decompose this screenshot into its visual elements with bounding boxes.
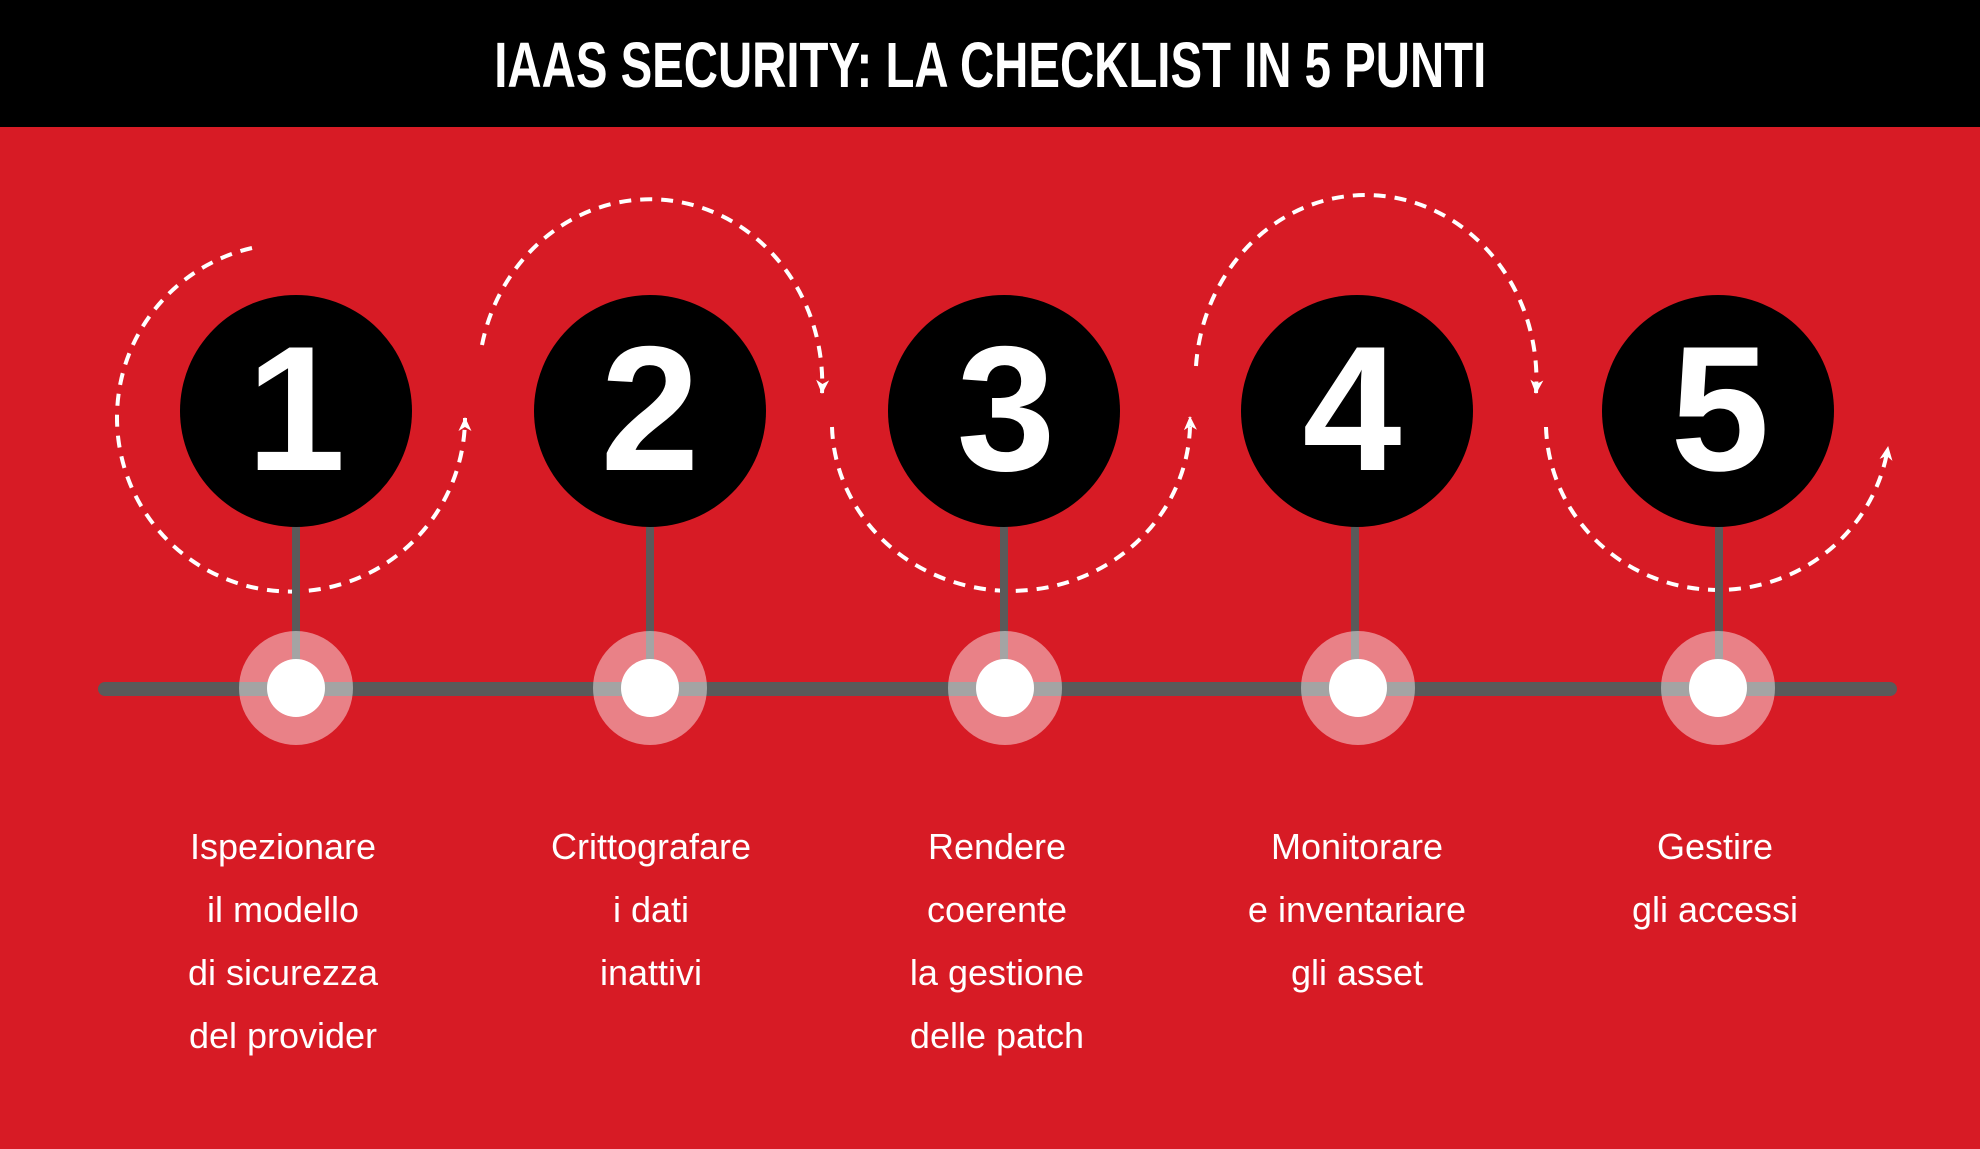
step-number-1: 1 [247,309,346,508]
step-label-line: il modello [206,889,360,930]
step-label-3: Rendere coerente la gestione delle patch [832,815,1162,1067]
dashed-curved-arrow-icon [115,246,472,594]
step-label-line: del provider [188,1015,378,1056]
timeline-node-1 [239,631,353,745]
step-label-line: gli accessi [1631,889,1799,930]
timeline-stems [292,520,1723,665]
step-label-line: coerente [926,889,1068,930]
step-circle-1: 1 [180,295,412,527]
timeline-node-4 [1301,631,1415,745]
step-label-line: Gestire [1656,826,1774,867]
timeline-node-2 [593,631,707,745]
step-number-2: 2 [601,309,700,508]
dashed-curved-arrow-icon [1544,426,1893,592]
dashed-curved-arrow-icon [830,416,1197,593]
step-label-1: Ispezionare il modello di sicurezza del … [118,815,448,1067]
flow-arrows [115,193,1893,594]
timeline-node-dot [1329,659,1387,717]
timeline-node-dot [621,659,679,717]
step-label-line: delle patch [909,1015,1085,1056]
step-label-line: e inventariare [1247,889,1467,930]
step-label-line: Ispezionare [189,826,377,867]
step-number-4: 4 [1303,309,1402,508]
step-circle-3: 3 [888,295,1120,527]
timeline-node-3 [948,631,1062,745]
step-label-line: la gestione [909,952,1085,993]
step-label-line: di sicurezza [187,952,379,993]
step-label-line: Monitorare [1270,826,1444,867]
step-label-line: inattivi [599,952,703,993]
step-label-line: Crittografare [550,826,752,867]
step-label-line: gli asset [1290,952,1424,993]
step-circle-5: 5 [1602,295,1834,527]
dashed-curved-arrow-icon [1194,193,1544,394]
timeline-node-dot [267,659,325,717]
step-label-4: Monitorare e inventariare gli asset [1192,815,1522,1004]
timeline-node-dot [1689,659,1747,717]
step-label-2: Crittografare i dati inattivi [486,815,816,1004]
step-label-5: Gestire gli accessi [1550,815,1880,941]
dashed-curved-arrow-icon [480,197,830,394]
timeline-node-dot [976,659,1034,717]
step-circle-4: 4 [1241,295,1473,527]
header-bar: IAAS SECURITY: LA CHECKLIST IN 5 PUNTI [0,0,1980,127]
page-title: IAAS SECURITY: LA CHECKLIST IN 5 PUNTI [494,28,1486,101]
step-circle-2: 2 [534,295,766,527]
timeline-node-5 [1661,631,1775,745]
step-number-5: 5 [1671,309,1770,508]
step-number-3: 3 [957,309,1056,508]
step-label-line: i dati [612,889,690,930]
step-label-line: Rendere [927,826,1067,867]
